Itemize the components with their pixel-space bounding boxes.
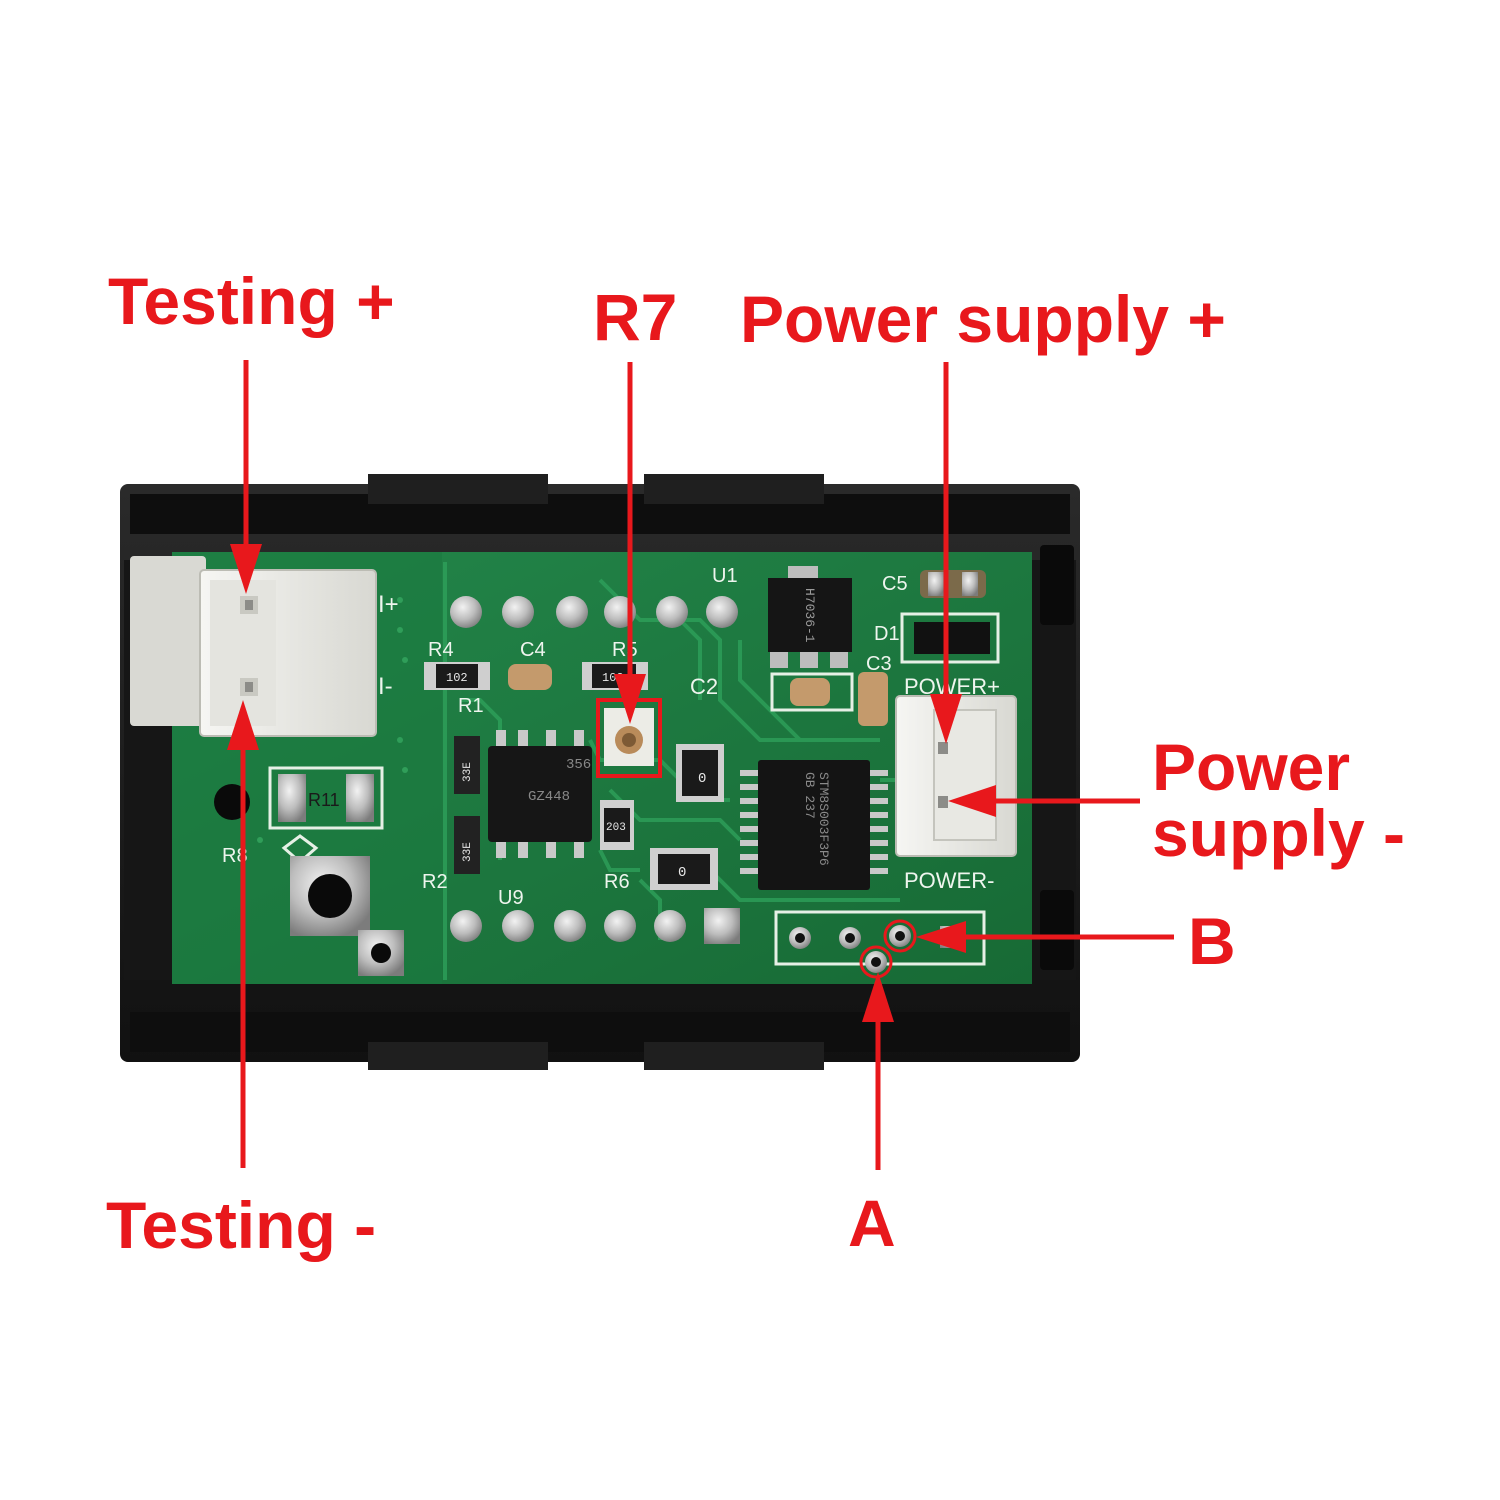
r11-footprint bbox=[214, 766, 404, 976]
label-power-supply-minus-line1: Power bbox=[1152, 730, 1351, 804]
label-testing-plus: Testing + bbox=[108, 264, 395, 338]
power-connector bbox=[895, 695, 1017, 857]
label-b: B bbox=[1188, 904, 1236, 978]
marking-zero-b: 0 bbox=[678, 865, 686, 881]
marking-356: 356 bbox=[566, 757, 591, 773]
marking-mcu-line1: STM8S003F3P6 bbox=[816, 772, 831, 866]
silk-c5: C5 bbox=[882, 573, 908, 595]
resistor-network-upper bbox=[676, 744, 724, 802]
label-a: A bbox=[848, 1186, 896, 1260]
arrow-power-minus bbox=[948, 785, 1140, 817]
silk-c4: C4 bbox=[520, 639, 546, 661]
label-testing-minus: Testing - bbox=[106, 1188, 377, 1262]
bottom-header-pads bbox=[450, 908, 740, 944]
silk-r2: R2 bbox=[422, 871, 448, 893]
voltage-regulator bbox=[768, 566, 852, 668]
marking-regulator: H7036-1 bbox=[802, 588, 817, 643]
silk-r5: R5 bbox=[612, 639, 638, 661]
highlight-pin-b bbox=[883, 919, 917, 953]
label-power-supply-minus-line2: supply - bbox=[1152, 796, 1406, 870]
resistor-network-lower bbox=[650, 848, 718, 890]
silk-r6: R6 bbox=[604, 871, 630, 893]
silk-u1: U1 bbox=[712, 565, 738, 587]
silk-r11: R11 bbox=[308, 790, 340, 810]
opamp-chip bbox=[488, 730, 592, 858]
annotation-arrows bbox=[227, 360, 1174, 1170]
arrow-testing-plus bbox=[230, 360, 262, 594]
arrow-a bbox=[862, 972, 894, 1170]
marking-mcu-line2: GB 237 bbox=[802, 772, 817, 819]
arrow-testing-minus bbox=[227, 700, 259, 1168]
marking-203: 203 bbox=[606, 822, 626, 834]
top-right-caps bbox=[770, 570, 1000, 726]
silk-i-minus: I- bbox=[378, 673, 393, 700]
marking-102a: 102 bbox=[446, 671, 468, 685]
label-power-supply-minus: Power supply - bbox=[1152, 734, 1405, 866]
marking-gz448: GZ448 bbox=[528, 789, 570, 805]
marking-zero-a: 0 bbox=[698, 771, 706, 787]
silk-c3: C3 bbox=[866, 653, 892, 675]
part-markings: 102 102 203 33E 33E 0 0 356 GZ448 H7036-… bbox=[446, 588, 831, 881]
arrow-b bbox=[916, 921, 1174, 953]
silk-c2: C2 bbox=[690, 674, 718, 699]
silk-u9: U9 bbox=[498, 887, 524, 909]
test-connector bbox=[130, 556, 377, 737]
silk-i-plus: I+ bbox=[378, 591, 399, 618]
arrow-power-plus bbox=[930, 362, 962, 744]
silk-power-minus: POWER- bbox=[904, 868, 994, 893]
arrow-r7 bbox=[614, 362, 646, 724]
label-r7: R7 bbox=[593, 280, 678, 354]
silk-r4: R4 bbox=[428, 639, 454, 661]
silk-r1: R1 bbox=[458, 695, 484, 717]
silk-d1: D1 bbox=[874, 623, 900, 645]
left-smd-parts bbox=[454, 736, 480, 874]
marking-33e-b: 33E bbox=[462, 842, 474, 862]
label-power-supply-plus: Power supply + bbox=[740, 282, 1226, 356]
resistor-203 bbox=[600, 800, 634, 850]
top-header-pads bbox=[450, 596, 738, 628]
marking-33e-a: 33E bbox=[462, 762, 474, 782]
mcu-chip bbox=[740, 760, 888, 890]
highlight-pin-a bbox=[859, 945, 893, 979]
